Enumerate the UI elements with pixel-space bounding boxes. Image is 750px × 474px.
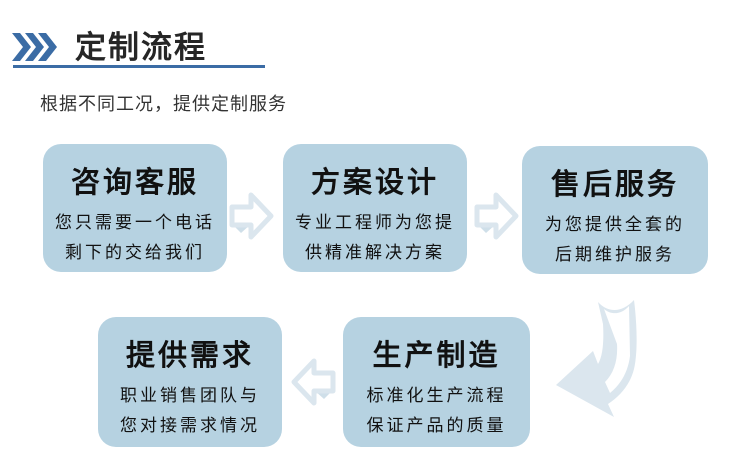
step-desc: 为您提供全套的 后期维护服务 [522, 210, 708, 270]
triple-chevron-icon [12, 32, 57, 61]
step-card-design: 方案设计 专业工程师为您提 供精准解决方案 [283, 144, 467, 272]
title-underline [13, 65, 265, 68]
step-desc-line1: 职业销售团队与 [120, 386, 260, 406]
step-card-production: 生产制造 标准化生产流程 保证产品的质量 [343, 317, 530, 447]
step-desc-line2: 剩下的交给我们 [65, 243, 205, 263]
step-desc-line2: 后期维护服务 [555, 245, 675, 265]
step-title: 方案设计 [310, 167, 439, 199]
step-title: 售后服务 [550, 169, 679, 201]
section-title: 定制流程 [75, 30, 207, 65]
step-desc: 标准化生产流程 保证产品的质量 [343, 381, 530, 441]
section-header: 定制流程 [12, 22, 207, 67]
step-title: 咨询客服 [70, 167, 199, 199]
step-desc-line1: 为您提供全套的 [545, 215, 685, 235]
step-desc-line2: 供精准解决方案 [305, 243, 445, 263]
arrow-left-icon [291, 358, 336, 406]
step-desc-line2: 保证产品的质量 [366, 416, 507, 436]
step-card-aftersales: 售后服务 为您提供全套的 后期维护服务 [522, 146, 708, 274]
arrow-right-icon [229, 192, 274, 240]
step-card-consult: 咨询客服 您只需要一个电话 剩下的交给我们 [43, 144, 227, 272]
step-title: 生产制造 [372, 340, 501, 372]
step-desc: 您只需要一个电话 剩下的交给我们 [43, 208, 227, 268]
arrow-bend-down-left-icon [556, 300, 637, 417]
step-desc: 职业销售团队与 您对接需求情况 [98, 381, 282, 441]
step-card-requirements: 提供需求 职业销售团队与 您对接需求情况 [98, 317, 282, 447]
step-desc-line2: 您对接需求情况 [120, 416, 260, 436]
step-desc-line1: 专业工程师为您提 [295, 213, 455, 233]
step-desc-line1: 标准化生产流程 [366, 386, 507, 406]
step-desc-line1: 您只需要一个电话 [55, 213, 215, 233]
section-subtitle: 根据不同工况，提供定制服务 [40, 94, 287, 114]
step-desc: 专业工程师为您提 供精准解决方案 [283, 208, 467, 268]
step-title: 提供需求 [125, 340, 254, 372]
arrow-right-icon [474, 192, 519, 240]
